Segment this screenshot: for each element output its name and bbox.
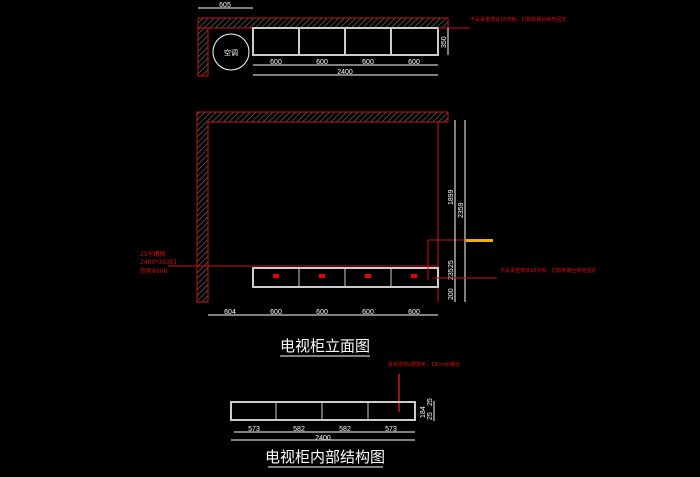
dimension-label: 600 — [408, 309, 420, 316]
dimension-label: 2400 — [337, 69, 353, 76]
dimension-label: 2400*350E1 — [140, 259, 178, 266]
dimension-label: 颜色8008 — [140, 267, 167, 275]
dimension-label: 600 — [362, 309, 374, 316]
dimension-label: 600 — [270, 309, 282, 316]
dimension-label: 600 — [316, 309, 328, 316]
dim-350: 350 — [441, 36, 448, 48]
elevation-view: 25号槽板 2400*350E1 颜色8008 1899 2359 200 23… — [140, 111, 596, 357]
dim-605: 605 — [219, 2, 231, 9]
ac-label: 空调 — [224, 48, 238, 57]
dimension-label: 25号槽板 — [140, 250, 166, 258]
dimension-label: 235 — [448, 268, 455, 280]
elevation-title: 电视柜立面图 — [280, 337, 370, 355]
plan-view: 605 空调 350 不是承重墙就18背板，打膨胀螺丝锁死固定 600 600 … — [197, 2, 566, 77]
dimension-label: 600 — [362, 59, 374, 66]
dimension-label: 25 — [427, 412, 434, 420]
dimension-label: 各柜底部2根鼓条，18cm长螺丝 — [388, 361, 460, 368]
dimension-label: 1899 — [448, 189, 455, 205]
dimension-label: 25 — [427, 398, 434, 406]
dimension-label: 582 — [293, 426, 305, 433]
dimension-label: 582 — [339, 426, 351, 433]
section-view: 各柜底部2根鼓条，18cm长螺丝 573 582 582 573 2400 18… — [230, 361, 460, 468]
dimension-label: 600 — [270, 59, 282, 66]
dimension-label: 2400 — [315, 435, 331, 442]
dimension-label: 184 — [420, 406, 427, 418]
elevation-note: 不是承重墙就18背板，打膨胀螺丝锁死固定 — [500, 267, 596, 274]
dimension-label: 2359 — [458, 202, 465, 218]
dimension-label: 604 — [224, 309, 236, 316]
plan-note: 不是承重墙就18背板，打膨胀螺丝锁死固定 — [470, 16, 566, 23]
dimension-label: 573 — [385, 426, 397, 433]
dimension-label: 600 — [316, 59, 328, 66]
dimension-label: 600 — [408, 59, 420, 66]
dimension-label: 25 — [448, 260, 455, 268]
dimension-label: 200 — [448, 288, 455, 300]
dimension-label: 573 — [248, 426, 260, 433]
section-title: 电视柜内部结构图 — [265, 448, 385, 466]
